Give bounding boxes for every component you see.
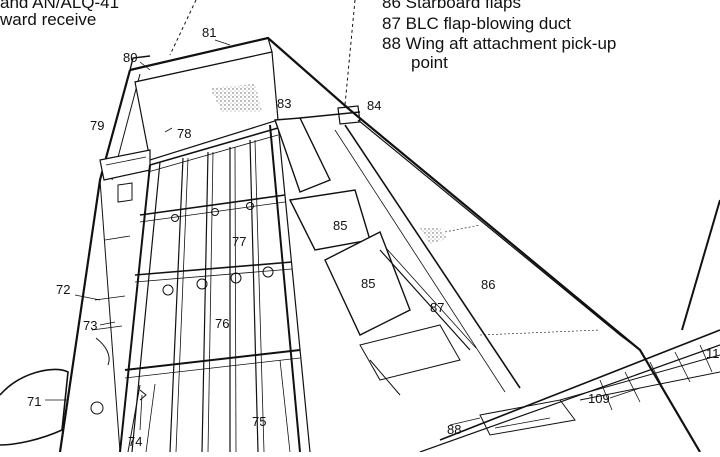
callout-79: 79 (90, 118, 104, 133)
wing-box-structure (119, 123, 311, 453)
legend-number: 86 (382, 0, 401, 12)
callout-75: 75 (252, 414, 266, 429)
callout-labels: 81 80 79 78 83 84 85 77 85 86 72 87 76 7… (27, 25, 720, 449)
flap-panels (274, 105, 641, 396)
legend-left-line-1: and AN/ALQ-41 (0, 0, 120, 12)
callout-84: 84 (367, 98, 381, 113)
legend-text: Starboard flaps (405, 0, 521, 12)
callout-85-upper: 85 (333, 218, 347, 233)
callout-73: 73 (83, 318, 97, 333)
legend-left-line-2: ward receive (0, 10, 97, 29)
callout-72: 72 (56, 282, 70, 297)
callout-11-partial: 11 (706, 346, 720, 361)
legend-item-87: 87 BLC flap-blowing duct (382, 14, 571, 33)
legend-text: BLC flap-blowing duct (405, 14, 572, 33)
legend-item-88: 88 Wing aft attachment pick-up (382, 34, 616, 53)
fuselage-section (419, 199, 720, 453)
leader-lines (169, 0, 356, 106)
callout-leaders (45, 39, 641, 431)
legend-number: 87 (382, 14, 401, 33)
legend-item-86: 86 Starboard flaps (382, 0, 521, 12)
callout-85-lower: 85 (361, 276, 375, 291)
callout-71: 71 (27, 394, 41, 409)
legend-text: point (411, 53, 448, 72)
callout-77: 77 (232, 234, 246, 249)
callout-80: 80 (123, 50, 137, 65)
legend-text: Wing aft attachment pick-up (405, 34, 617, 53)
callout-88: 88 (447, 422, 461, 437)
legend-number: 88 (382, 34, 401, 53)
callout-109: 109 (588, 391, 610, 406)
callout-81: 81 (202, 25, 216, 40)
callout-83: 83 (277, 96, 291, 111)
callout-78: 78 (177, 126, 191, 141)
leading-edge (0, 179, 147, 453)
callout-74: 74 (128, 434, 142, 449)
legend-item-88-cont: point (411, 53, 448, 72)
callout-87: 87 (430, 300, 444, 315)
callout-76: 76 (215, 316, 229, 331)
callout-86: 86 (481, 277, 495, 292)
wing-tip (99, 51, 279, 203)
